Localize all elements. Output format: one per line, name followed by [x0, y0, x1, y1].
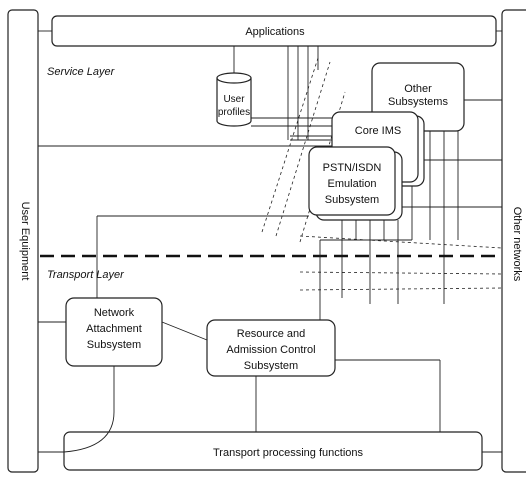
svg-text:Admission Control: Admission Control — [226, 344, 315, 356]
svg-text:Attachment: Attachment — [86, 323, 142, 335]
racs-label-line3: Subsystem — [244, 360, 298, 372]
transport-layer-label: Transport Layer — [47, 269, 125, 281]
other-networks-label: Other networks — [511, 207, 523, 282]
svg-text:Subsystem: Subsystem — [87, 339, 141, 351]
racs-label-line1: Resource and — [237, 328, 306, 340]
network-attachment-label-line3: Subsystem — [87, 339, 141, 351]
svg-text:PSTN/ISDN: PSTN/ISDN — [323, 162, 382, 174]
svg-text:Resource and: Resource and — [237, 328, 306, 340]
racs-label-line2: Admission Control — [226, 344, 315, 356]
user-profiles-label-line1: User — [223, 94, 245, 105]
svg-text:Emulation: Emulation — [328, 178, 377, 190]
other-subsystems-label-line2: Subsystems — [388, 96, 448, 108]
pstn-emulation-label-line3: Subsystem — [325, 194, 379, 206]
service-layer-label: Service Layer — [47, 66, 116, 78]
pstn-emulation-label-line1: PSTN/ISDN — [323, 162, 382, 174]
pstn-emulation-label-line2: Emulation — [328, 178, 377, 190]
transport-processing-box: Transport processing functions — [63, 431, 483, 471]
user-equipment-label: User Equipment — [19, 202, 31, 281]
core-ims-label: Core IMS — [355, 125, 401, 137]
network-attachment-box: Network Attachment Subsystem — [65, 297, 163, 367]
applications-label: Applications — [245, 26, 305, 38]
svg-text:Subsystem: Subsystem — [244, 360, 298, 372]
svg-text:Subsystem: Subsystem — [325, 194, 379, 206]
svg-text:Network: Network — [94, 307, 135, 319]
transport-processing-label: Transport processing functions — [213, 447, 363, 459]
user-profiles-database: User profiles — [216, 72, 252, 127]
user-equipment-bar: User Equipment — [7, 9, 39, 473]
svg-text:Subsystems: Subsystems — [388, 96, 448, 108]
pstn-emulation-box: PSTN/ISDN Emulation Subsystem — [308, 146, 403, 221]
network-attachment-label-line2: Attachment — [86, 323, 142, 335]
user-profiles-label-line2: profiles — [218, 107, 250, 118]
svg-text:profiles: profiles — [218, 107, 250, 118]
racs-box: Resource and Admission Control Subsystem — [206, 319, 336, 377]
other-networks-bar: Other networks — [501, 9, 526, 473]
applications-box: Applications — [51, 15, 497, 47]
network-attachment-label-line1: Network — [94, 307, 135, 319]
svg-text:User: User — [223, 94, 245, 105]
other-subsystems-label-line1: Other — [404, 83, 432, 95]
svg-text:Other: Other — [404, 83, 432, 95]
